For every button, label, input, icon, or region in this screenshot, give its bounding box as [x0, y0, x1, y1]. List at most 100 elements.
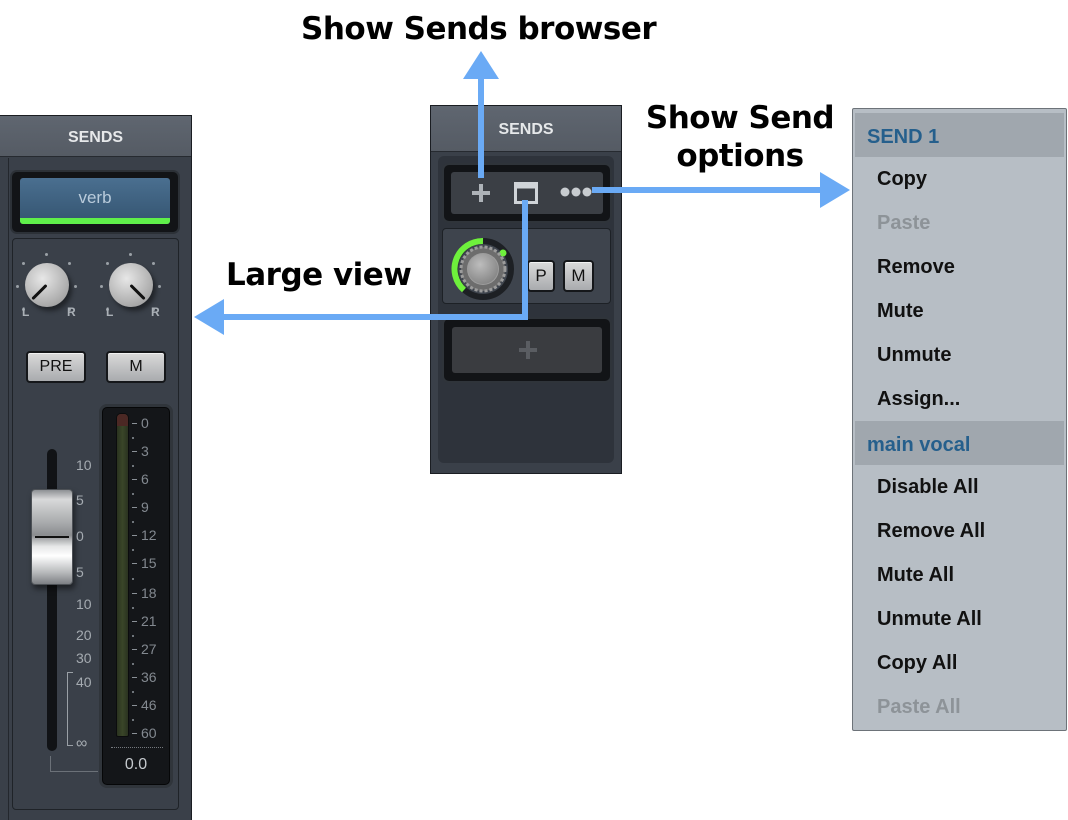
- mute-button[interactable]: M: [563, 260, 594, 292]
- meter-tick: [132, 621, 137, 622]
- level-value-field[interactable]: 0.0: [124, 756, 148, 773]
- fader-handle[interactable]: [31, 489, 73, 585]
- meter-label: 6: [141, 471, 149, 487]
- fader-meter-link: [50, 756, 98, 772]
- pre-fader-button[interactable]: PRE: [26, 351, 86, 383]
- pre-button[interactable]: P: [527, 260, 555, 292]
- meter-label: 15: [141, 555, 157, 571]
- knob-dot: [74, 285, 77, 288]
- send-active-indicator: [20, 218, 170, 224]
- menu-item-copy[interactable]: Copy: [877, 168, 927, 190]
- meter-tick: [132, 593, 137, 594]
- knob-dot: [158, 285, 161, 288]
- meter-tick: [132, 677, 137, 678]
- menu-item-unmute[interactable]: Unmute: [877, 344, 952, 366]
- meter-label: 21: [141, 613, 157, 629]
- meter-label: 36: [141, 669, 157, 685]
- meter-minor-tick: [132, 521, 134, 523]
- menu-item-mute[interactable]: Mute: [877, 300, 924, 322]
- knob-label-r: R: [151, 305, 160, 319]
- ellipsis-icon[interactable]: [560, 185, 592, 199]
- arrow-up-icon: [463, 51, 499, 79]
- knob-dot: [45, 253, 48, 256]
- menu-item-disable-all[interactable]: Disable All: [877, 476, 979, 498]
- send-name-button[interactable]: verb: [20, 178, 170, 224]
- clip-indicator: [117, 414, 128, 426]
- meter-tick: [132, 451, 137, 452]
- send-slot: verb: [12, 172, 178, 232]
- menu-item-copy-all[interactable]: Copy All: [877, 652, 958, 674]
- annotation-show-sends-browser: Show Sends browser: [301, 11, 657, 47]
- pan-knob-left[interactable]: [25, 263, 69, 307]
- menu-item-paste-all: Paste All: [877, 696, 961, 718]
- fader-scale-m10: 10: [76, 596, 92, 612]
- fader-scale-m40: 40: [76, 674, 92, 690]
- menu-item-paste: Paste: [877, 212, 931, 234]
- add-send-button[interactable]: [452, 327, 602, 373]
- knob-dot: [106, 262, 109, 265]
- fader-scale-m20: 20: [76, 627, 92, 643]
- meter-label: 46: [141, 697, 157, 713]
- send-level-knob[interactable]: [450, 236, 516, 302]
- meter-separator: [111, 747, 163, 748]
- meter-tick: [132, 733, 137, 734]
- menu-item-remove-all[interactable]: Remove All: [877, 520, 986, 542]
- fader-track[interactable]: [47, 449, 57, 751]
- knob-dot: [16, 285, 19, 288]
- meter-tick: [132, 563, 137, 564]
- annotation-line-1: Show Send: [645, 100, 835, 136]
- menu-item-unmute-all[interactable]: Unmute All: [877, 608, 982, 630]
- knob-label-l: L: [106, 305, 114, 319]
- knob-dot: [129, 253, 132, 256]
- annotation-large-view: Large view: [226, 257, 412, 293]
- menu-item-assign[interactable]: Assign...: [877, 388, 961, 410]
- knob-dot: [106, 308, 109, 311]
- level-meter: 0 3 6 9 12 15 18 21 27 36 46 60 0.0: [102, 407, 170, 785]
- arrow-large-view-horizontal: [222, 314, 528, 320]
- annotation-line-2: options: [676, 138, 804, 174]
- meter-minor-tick: [132, 607, 134, 609]
- pan-knob-right[interactable]: [109, 263, 153, 307]
- knob-dot: [68, 262, 71, 265]
- menu-section-send-1: SEND 1: [855, 113, 1064, 157]
- plus-icon[interactable]: [470, 182, 492, 204]
- mute-button[interactable]: M: [106, 351, 166, 383]
- plus-icon: [519, 341, 537, 359]
- knob-dot: [68, 308, 71, 311]
- menu-item-remove[interactable]: Remove: [877, 256, 955, 278]
- add-send-slot: [444, 319, 610, 381]
- fader-cap-line: [35, 536, 69, 538]
- knob-dot: [22, 308, 25, 311]
- fader-scale-inf: ∞: [76, 735, 88, 752]
- arrow-left-icon: [194, 299, 224, 335]
- meter-minor-tick: [132, 578, 134, 580]
- meter-tick: [132, 705, 137, 706]
- meter-label: 9: [141, 499, 149, 515]
- arrow-large-view-vertical: [522, 200, 528, 320]
- annotation-show-send-options: Show Send options: [640, 99, 840, 175]
- meter-label: 27: [141, 641, 157, 657]
- pan-knob-left-wrap: L R: [13, 253, 79, 327]
- meter-label: 18: [141, 585, 157, 601]
- send-options-menu: SEND 1 Copy Paste Remove Mute Unmute Ass…: [852, 108, 1067, 731]
- panel-header: SENDS: [431, 106, 621, 152]
- knob-dot: [152, 262, 155, 265]
- meter-minor-tick: [132, 635, 134, 637]
- meter-minor-tick: [132, 549, 134, 551]
- meter-tick: [132, 423, 137, 424]
- meter-bar: [116, 413, 129, 737]
- meter-label: 60: [141, 725, 157, 741]
- meter-tick: [132, 479, 137, 480]
- send-name-label: verb: [78, 188, 112, 207]
- knob-dot: [22, 262, 25, 265]
- panel-header: SENDS: [0, 116, 191, 157]
- knob-dot: [100, 285, 103, 288]
- fader-scale-bracket: [67, 672, 73, 746]
- menu-section-main-vocal: main vocal: [855, 421, 1064, 465]
- arrow-send-options-shaft: [592, 187, 824, 193]
- meter-minor-tick: [132, 493, 134, 495]
- meter-label: 0: [141, 415, 149, 431]
- meter-minor-tick: [132, 719, 134, 721]
- meter-tick: [132, 649, 137, 650]
- menu-item-mute-all[interactable]: Mute All: [877, 564, 955, 586]
